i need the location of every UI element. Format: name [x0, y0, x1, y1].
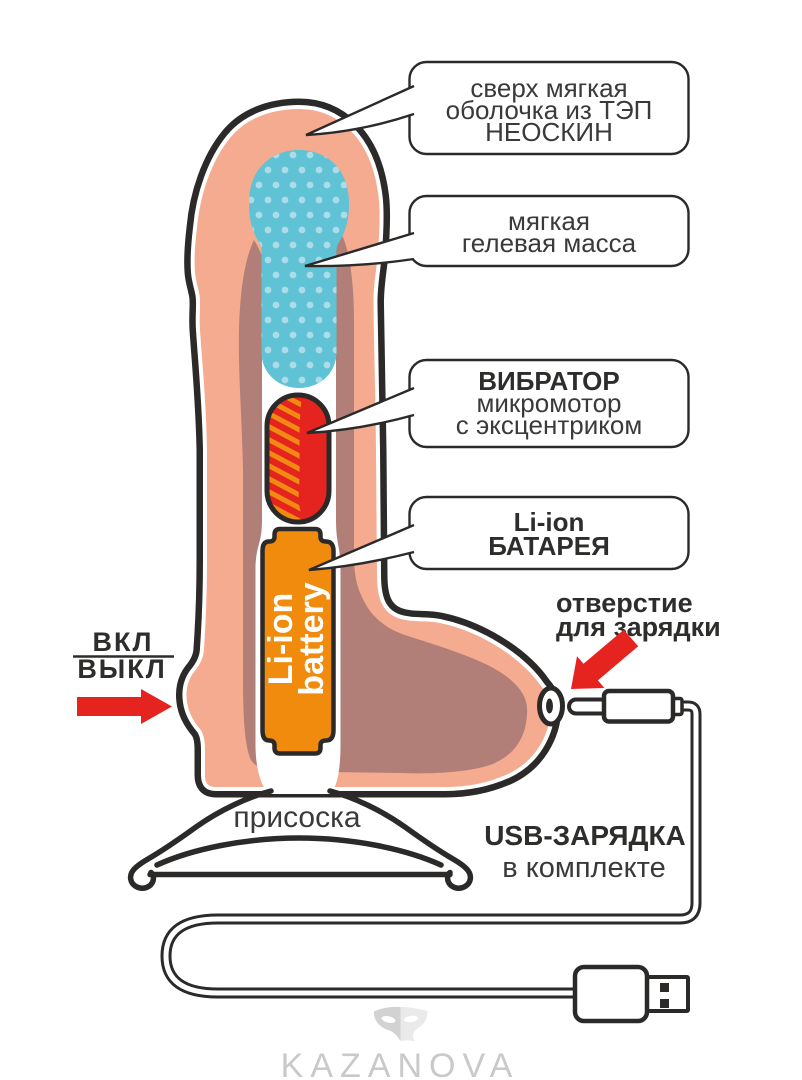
battery-shape — [260, 526, 336, 756]
gel-dots — [249, 150, 349, 388]
inner-mass-right — [330, 233, 528, 774]
usb-contact-1 — [660, 983, 669, 992]
callout-shell: сверх мягкая оболочка из ТЭП НЕОСКИН — [305, 60, 690, 156]
power-arrow — [77, 689, 172, 724]
motor-outline — [264, 392, 332, 525]
callout-gel-line2: гелевая масса — [462, 228, 637, 258]
callout-gel-tail — [304, 231, 415, 268]
battery-text: Li-ion battery — [262, 582, 331, 695]
power-on-label: ВКЛ — [93, 627, 154, 657]
callout-vibrator-line1: ВИБРАТОР — [478, 366, 620, 396]
callout-shell-tail — [305, 84, 415, 137]
callout-vibrator: ВИБРАТОР микромотор с эксцентриком — [306, 358, 690, 449]
callout-battery-line2: БАТАРЕЯ — [488, 531, 610, 561]
suction-cup-right-edge — [327, 788, 474, 891]
usb-label-line1: USB-ЗАРЯДКА — [484, 820, 686, 851]
vibrator-motor — [264, 392, 332, 525]
brand-logo: KAZANOVA — [281, 1006, 520, 1080]
charging-hole — [537, 685, 565, 727]
callout-gel-line1: мягкая — [508, 206, 590, 236]
battery-text-line2: battery — [293, 582, 331, 695]
suction-cup — [127, 788, 474, 891]
suction-cup-label: присоска — [233, 801, 360, 834]
motor-stripes — [267, 395, 303, 522]
mask-icon-right — [400, 1007, 428, 1042]
usb-plug — [572, 964, 690, 1024]
callout-shell-line2: оболочка из ТЭП — [446, 95, 653, 125]
usb-body — [572, 964, 650, 1024]
power-off-label: ВЫКЛ — [77, 654, 166, 684]
suction-cup-dome — [154, 835, 444, 868]
gel-mass — [249, 150, 349, 388]
callout-battery-line1: Li-ion — [514, 507, 585, 537]
charging-hole-inner — [546, 698, 553, 714]
suction-cup-left-edge — [127, 788, 274, 891]
callout-battery: Li-ion БАТАРЕЯ — [308, 495, 690, 572]
battery-cell: Li-ion battery — [260, 526, 336, 756]
callout-shell-line3: НЕОСКИН — [485, 117, 613, 147]
callout-gel-box — [408, 194, 690, 268]
mask-icon-left — [373, 1006, 401, 1041]
jack-body — [601, 688, 676, 724]
charging-arrow — [571, 629, 639, 689]
usb-cable — [160, 700, 702, 999]
callout-vibrator-line3: с эксцентриком — [456, 410, 642, 440]
callout-battery-tail — [308, 523, 415, 572]
usb-contact-2 — [660, 999, 669, 1008]
cable-inner — [163, 703, 699, 996]
charging-jack — [567, 688, 684, 724]
usb-label-line2: в комплекте — [502, 852, 665, 884]
callout-shell-line1: сверх мягкая — [470, 73, 627, 103]
charging-label: отверстие для зарядки — [556, 588, 721, 689]
callout-vibrator-line2: микромотор — [477, 388, 622, 418]
callout-gel: мягкая гелевая масса — [304, 194, 690, 268]
usb-label: USB-ЗАРЯДКА в комплекте — [484, 820, 686, 884]
brand-name: KAZANOVA — [281, 1047, 520, 1080]
power-switch-label: ВКЛ ВЫКЛ — [73, 627, 174, 724]
mask-eye-left — [381, 1016, 396, 1023]
callout-vibrator-tail — [306, 386, 415, 435]
charging-label-line2: для зарядки — [556, 612, 721, 642]
mask-eye-right — [404, 1015, 418, 1023]
battery-text-line1: Li-ion — [262, 593, 300, 686]
charging-label-line1: отверстие — [556, 588, 693, 618]
